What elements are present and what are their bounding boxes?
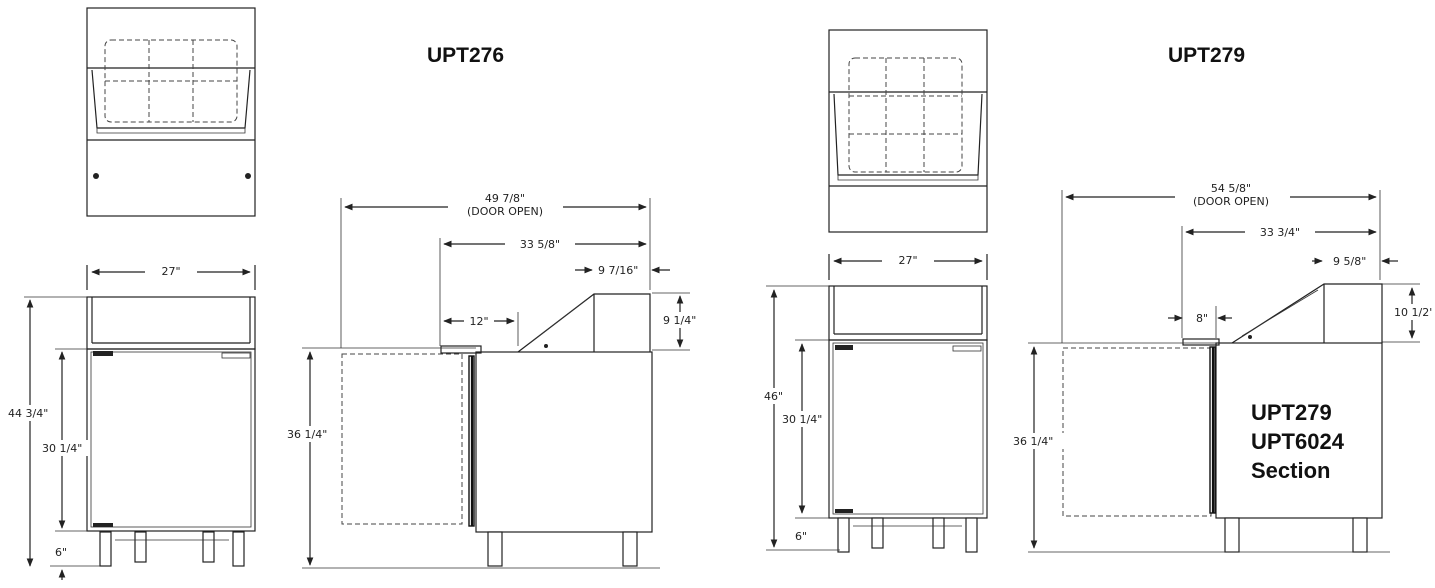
upt279-cabinet-height-label: 30 1/4": [782, 413, 822, 426]
upt279-section-line1: UPT279: [1251, 400, 1332, 425]
upt276-cutting-board-label: 12": [469, 315, 488, 328]
upt276-overall-height-label: 44 3/4": [8, 407, 48, 420]
upt276-leg-height-label: 6": [55, 546, 67, 559]
upt276-title: UPT276: [427, 44, 504, 67]
upt276-hood-depth-label: 9 7/16": [598, 264, 638, 277]
upt279-work-height-label: 36 1/4": [1013, 435, 1053, 448]
upt276-front-view: 27" 44 3/4" 30 1/4": [6, 264, 256, 580]
upt279-front-view: 27" 46" 30 1/4" 6": [763, 253, 988, 553]
upt276-depth-open-label: 49 7/8": [485, 192, 525, 205]
upt279-depth-label: 33 3/4": [1260, 226, 1300, 239]
upt279-hood-height-label: 10 1/2': [1394, 306, 1432, 319]
upt276-cabinet-height-label: 30 1/4": [42, 442, 82, 455]
upt279-cutting-board-label: 8": [1196, 312, 1208, 325]
upt276-top-view: [86, 7, 256, 217]
upt279-section-line3: Section: [1251, 458, 1330, 483]
upt279-title: UPT279: [1168, 44, 1245, 67]
upt279-hood-depth-label: 9 5/8": [1333, 255, 1366, 268]
upt279-overall-height-label: 46": [764, 390, 783, 403]
upt279-side-view: 54 5/8" (DOOR OPEN) 33 3/4" 9 5/8" 10 1/…: [1011, 181, 1435, 553]
upt276-group: UPT276 27": [6, 7, 702, 580]
upt279-leg-height-label: 6": [795, 530, 807, 543]
upt279-top-view: [828, 29, 988, 233]
upt276-depth-label: 33 5/8": [520, 238, 560, 251]
screw-icon: [245, 173, 251, 179]
upt276-side-view: 49 7/8" (DOOR OPEN) 33 5/8" 9 7/16" 9 1/…: [285, 190, 702, 569]
upt279-width-label: 27": [898, 254, 917, 267]
upt276-hood-height-label: 9 1/4": [663, 314, 696, 327]
upt279-door-open-label: (DOOR OPEN): [1193, 195, 1269, 208]
upt279-group: UPT279 27": [763, 29, 1435, 553]
upt279-section-line2: UPT6024: [1251, 429, 1345, 454]
upt276-door-open-label: (DOOR OPEN): [467, 205, 543, 218]
upt276-work-height-label: 36 1/4": [287, 428, 327, 441]
screw-icon: [93, 173, 99, 179]
upt279-depth-open-label: 54 5/8": [1211, 182, 1251, 195]
upt276-width-label: 27": [161, 265, 180, 278]
